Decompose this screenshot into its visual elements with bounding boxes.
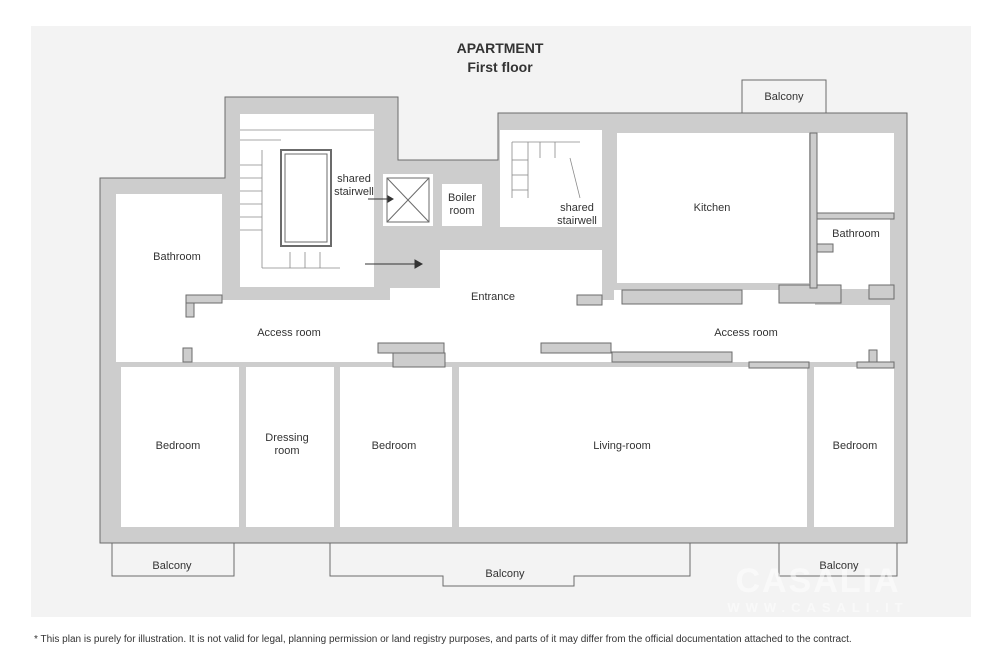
label-balcony-bottom-right: Balcony <box>819 560 859 572</box>
label-shared-stairwell-left-1: shared <box>337 173 371 185</box>
plan-subtitle: First floor <box>467 59 533 75</box>
label-bedroom-3: Bedroom <box>833 440 878 452</box>
label-balcony-bottom-center: Balcony <box>485 568 525 580</box>
floor-plan: APARTMENT First floor Balcony shared sta… <box>99 40 908 615</box>
label-shared-stairwell-right-2: stairwell <box>557 215 597 227</box>
label-kitchen: Kitchen <box>694 202 731 214</box>
label-access-room-right: Access room <box>714 327 778 339</box>
label-boiler-room-2: room <box>449 205 474 217</box>
watermark-url: WWW.CASALI.IT <box>727 600 908 615</box>
label-dressing-room-2: room <box>274 445 299 457</box>
label-dressing-room-1: Dressing <box>265 432 308 444</box>
balconies <box>111 79 898 587</box>
label-shared-stairwell-left-2: stairwell <box>334 186 374 198</box>
label-entrance: Entrance <box>471 291 515 303</box>
disclaimer: * This plan is purely for illustration. … <box>34 634 852 645</box>
label-bedroom-1: Bedroom <box>156 440 201 452</box>
label-bedroom-2: Bedroom <box>372 440 417 452</box>
label-balcony-top: Balcony <box>764 91 804 103</box>
label-shared-stairwell-right-1: shared <box>560 202 594 214</box>
walls <box>99 96 908 544</box>
label-bathroom-right: Bathroom <box>832 228 880 240</box>
label-access-room-left: Access room <box>257 327 321 339</box>
entrance-arrows <box>365 195 424 269</box>
watermark-brand: CASALIA <box>735 562 900 600</box>
label-boiler-room-1: Boiler <box>448 192 476 204</box>
label-bathroom-left: Bathroom <box>153 251 201 263</box>
label-balcony-bottom-left: Balcony <box>152 560 192 572</box>
label-living-room: Living-room <box>593 440 650 452</box>
plan-title: APARTMENT <box>457 40 544 56</box>
